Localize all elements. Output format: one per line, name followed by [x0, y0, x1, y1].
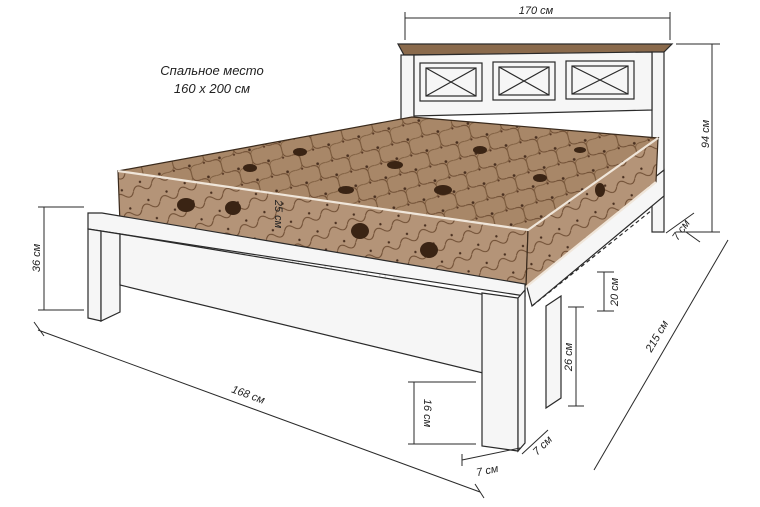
- dim-side-rail-height: 20 см: [609, 277, 621, 307]
- dimension-lines: [33, 12, 729, 499]
- dim-frame-length: 215 см: [643, 318, 671, 355]
- mattress: [117, 116, 660, 289]
- dim-frame-width: 168 см: [230, 384, 267, 407]
- middle-leg: [545, 294, 562, 410]
- front-left-leg-face: [87, 228, 102, 322]
- dim-rear-leg-depth: 7 см: [670, 217, 693, 242]
- dim-mattress-thickness: 25 см: [272, 199, 284, 229]
- front-left-leg-side: [100, 230, 121, 322]
- dim-front-leg-width: 7 см: [475, 463, 500, 479]
- front-right-leg: [481, 292, 519, 452]
- dim-leg-clearance: 16 см: [421, 399, 433, 428]
- mattress-pattern: [177, 146, 605, 258]
- caption-sleeping-size: 160 x 200 см: [174, 81, 250, 96]
- dim-front-leg-depth: 7 см: [531, 433, 556, 458]
- caption-sleeping-place: Спальное место: [160, 63, 263, 78]
- footboard: [87, 212, 526, 453]
- front-right-leg-side: [517, 288, 526, 453]
- headboard-cross-panels: [419, 60, 635, 102]
- dim-headboard-width: 170 см: [519, 5, 554, 17]
- dim-front-height: 36 см: [31, 243, 43, 272]
- dim-rail-floor-height: 26 см: [563, 342, 575, 372]
- dim-headboard-height: 94 см: [700, 119, 712, 148]
